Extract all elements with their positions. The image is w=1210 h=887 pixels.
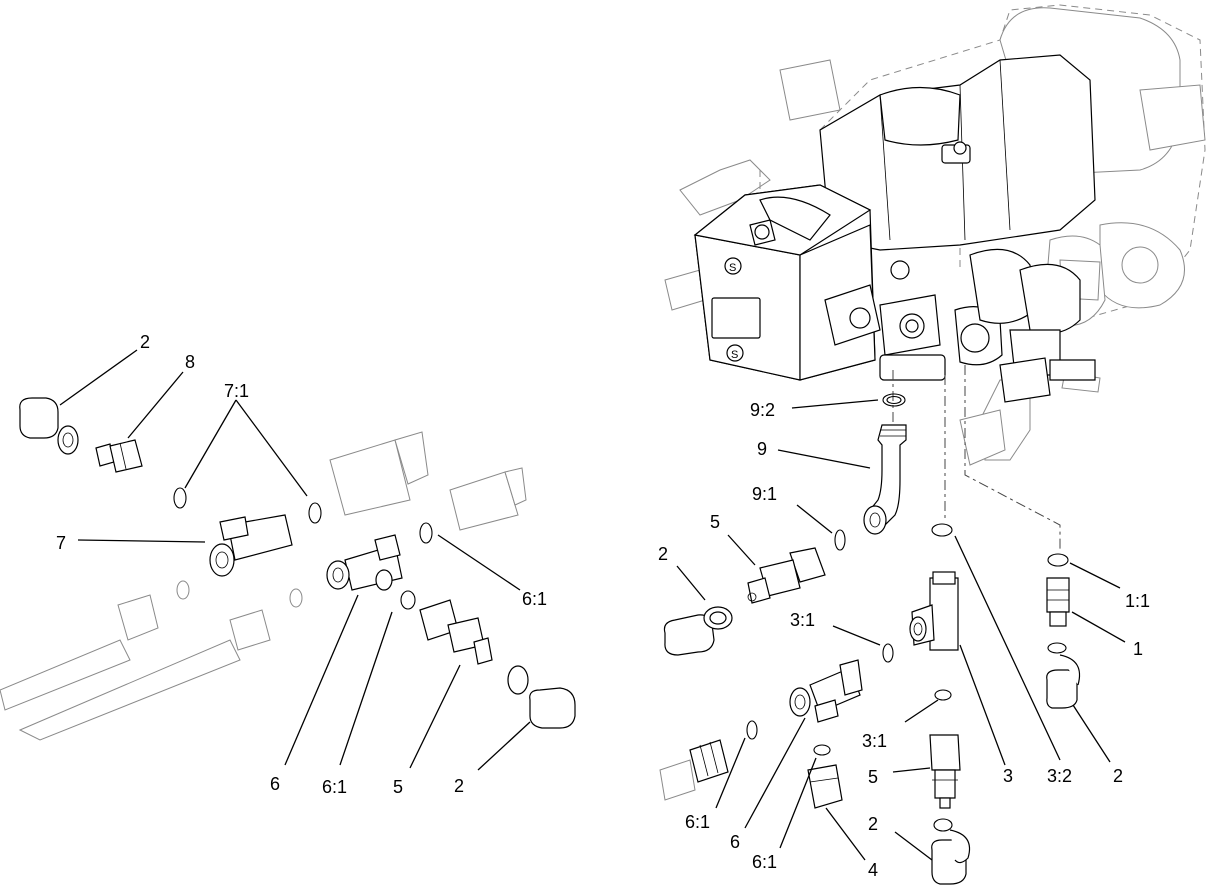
callout-9-1: 9:1 bbox=[752, 484, 777, 504]
callout-3: 3 bbox=[1003, 766, 1013, 786]
callout-1: 1 bbox=[1133, 639, 1143, 659]
callout-6-1: 6:1 bbox=[685, 812, 710, 832]
callout-7-1: 7:1 bbox=[224, 381, 249, 401]
right-parts-group bbox=[659, 393, 1081, 885]
centerline-1 bbox=[964, 365, 1061, 550]
callout-6: 6 bbox=[730, 832, 740, 852]
svg-text:S: S bbox=[729, 262, 736, 274]
left-parts-group bbox=[0, 397, 576, 741]
hydraulic-pump-assembly: S S bbox=[664, 4, 1206, 466]
callout-3-1: 3:1 bbox=[790, 610, 815, 630]
callout-6-1: 6:1 bbox=[752, 852, 777, 872]
callout-9-2: 9:2 bbox=[750, 400, 775, 420]
callout-2: 2 bbox=[1113, 766, 1123, 786]
svg-text:S: S bbox=[731, 349, 738, 361]
callout-3-1: 3:1 bbox=[862, 731, 887, 751]
callout-5: 5 bbox=[868, 767, 878, 787]
callout-2: 2 bbox=[140, 332, 150, 352]
callout-6: 6 bbox=[270, 774, 280, 794]
callout-1-1: 1:1 bbox=[1125, 591, 1150, 611]
callout-5: 5 bbox=[393, 777, 403, 797]
callout-8: 8 bbox=[185, 352, 195, 372]
callout-2: 2 bbox=[658, 544, 668, 564]
callout-2: 2 bbox=[868, 814, 878, 834]
leader-lines bbox=[59, 349, 1126, 861]
callout-9: 9 bbox=[757, 439, 767, 459]
callout-6-1: 6:1 bbox=[522, 589, 547, 609]
callout-3-2: 3:2 bbox=[1047, 766, 1072, 786]
callout-7: 7 bbox=[56, 533, 66, 553]
callout-2: 2 bbox=[454, 776, 464, 796]
callout-4: 4 bbox=[868, 860, 878, 880]
callout-6-1: 6:1 bbox=[322, 777, 347, 797]
callout-5: 5 bbox=[710, 512, 720, 532]
callout-labels: 2 8 7:1 7 6:1 6 6:1 5 2 9:2 9 9:1 5 2 3:… bbox=[56, 332, 1150, 880]
